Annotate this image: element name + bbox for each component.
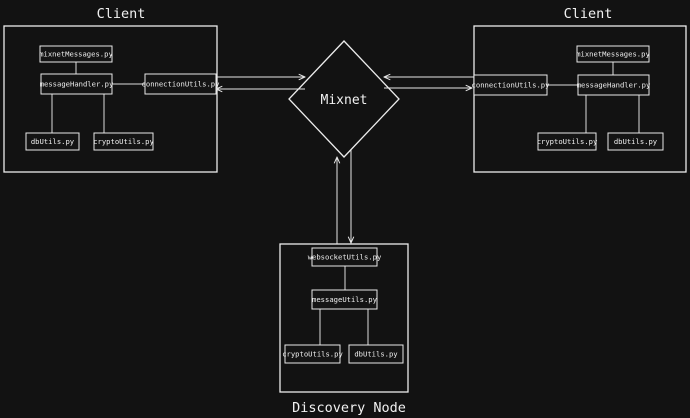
client-right-message-handler-module: messageHandler.py xyxy=(577,74,651,96)
discovery-node-frame xyxy=(279,243,409,393)
svg-text:websocketUtils.py: websocketUtils.py xyxy=(308,253,382,262)
svg-text:messageUtils.py: messageUtils.py xyxy=(312,295,378,304)
svg-text:connectionUtils.py: connectionUtils.py xyxy=(472,81,551,90)
discovery-message-utils-module: messageUtils.py xyxy=(311,289,378,310)
client-right-frame xyxy=(473,25,687,173)
svg-text:dbUtils.py: dbUtils.py xyxy=(31,137,75,146)
client-right-db-utils-module: dbUtils.py xyxy=(607,132,664,151)
svg-text:dbUtils.py: dbUtils.py xyxy=(614,137,658,146)
svg-text:mixnetMessages.py: mixnetMessages.py xyxy=(576,50,650,59)
discovery-websocket-utils-module: websocketUtils.py xyxy=(308,247,382,267)
discovery-crypto-utils-module: cryptoUtils.py xyxy=(282,344,343,364)
client-left-connection-utils-module: connectionUtils.py xyxy=(142,73,221,95)
client-right-mixnet-messages-module: mixnetMessages.py xyxy=(576,45,650,63)
client-left-title: Client xyxy=(97,6,146,22)
svg-text:messageHandler.py: messageHandler.py xyxy=(40,80,114,89)
client-left-mixnet-messages-module: mixnetMessages.py xyxy=(39,45,113,63)
svg-text:connectionUtils.py: connectionUtils.py xyxy=(142,80,221,89)
svg-text:messageHandler.py: messageHandler.py xyxy=(577,81,651,90)
mixnet-node xyxy=(288,40,400,158)
mixnet-label: Mixnet xyxy=(321,93,368,108)
client-right-crypto-utils-module: cryptoUtils.py xyxy=(537,132,598,151)
svg-text:mixnetMessages.py: mixnetMessages.py xyxy=(39,50,113,59)
discovery-db-utils-module: dbUtils.py xyxy=(348,344,404,364)
client-left-message-handler-module: messageHandler.py xyxy=(40,73,114,95)
svg-text:cryptoUtils.py: cryptoUtils.py xyxy=(537,137,598,146)
discovery-node-title: Discovery Node xyxy=(292,400,406,416)
client-left-crypto-utils-module: cryptoUtils.py xyxy=(93,132,154,151)
svg-text:dbUtils.py: dbUtils.py xyxy=(354,350,398,359)
client-right-title: Client xyxy=(564,6,613,22)
client-left-frame xyxy=(3,25,218,173)
svg-text:cryptoUtils.py: cryptoUtils.py xyxy=(282,350,343,359)
svg-text:cryptoUtils.py: cryptoUtils.py xyxy=(93,137,154,146)
client-left-db-utils-module: dbUtils.py xyxy=(25,132,80,151)
client-right-connection-utils-module: connectionUtils.py xyxy=(472,74,551,96)
